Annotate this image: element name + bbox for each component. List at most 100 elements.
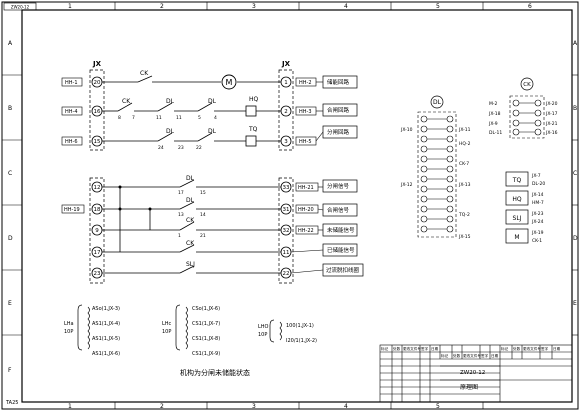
contact-23: 23 [178,145,184,151]
ck-block-title: CK [523,82,531,88]
net-hh21: HH-21 [298,185,314,191]
net-hh5: HH-5 [299,139,312,145]
lho-item-2: I20/1(1,JX-2) [286,338,317,344]
tb-header-sign-2: 签字 [481,353,489,358]
net-hh1: HH-1 [65,80,78,86]
dl-label-opening-1: DL [166,128,175,135]
dl-label-opening-2: DL [208,128,217,135]
corner-tag: TA25 [5,400,18,406]
hq-coil [245,105,257,117]
lha-sub: 10P [64,329,73,335]
tb-header-date: 日期 [431,346,439,351]
closing-wiring [102,102,281,112]
col-2-bottom: 2 [160,403,164,410]
ck-label-storage: CK [140,70,149,77]
lho-sub: 10P [258,332,267,338]
net-hh1-box [61,77,83,87]
signal-wiring [102,179,281,274]
ck-left-tag-3: JX-9 [488,121,498,127]
row-a-right: A [573,40,578,47]
tq-tag-2: DL-20 [532,181,545,187]
net-hh20: HH-20 [298,207,314,213]
ck-block-outline [509,95,545,139]
col-6-top: 6 [528,3,532,10]
col-3-bottom: 3 [252,403,256,410]
lha-label: LHa [64,321,74,327]
motor-label: M [226,78,233,87]
m-tag-2: CK-1 [532,238,542,244]
dl-label-closing-2: DL [208,98,217,105]
net-hh3: HH-3 [299,109,312,115]
dl-block-contacts [420,115,454,233]
dl-right-tag-4: JX-13 [458,182,471,188]
row-d-right: D [573,235,578,242]
dl-label-signal-2: DL [186,197,195,204]
tq-device-name: TQ [512,177,522,184]
right-terminal-3-label: 3 [284,139,288,145]
ck-left-tag-1: M-2 [489,101,498,107]
tq-coil [245,135,257,147]
label-opening-circuit: 分闸回路 [327,128,350,136]
right-terminal-31-label: 31 [283,207,290,213]
slj-device-box [505,209,529,225]
dl-block-title-circle [430,95,444,109]
net-hh19-box [61,204,85,214]
lha-item-3: AS1(1,JX-5) [92,336,120,342]
lho-item-1: 100(1,JX-1) [286,323,314,329]
right-jx-label: JX [281,60,291,68]
right-terminal-22-label: 22 [283,271,290,277]
tb-header-change-doc: 更改文件号 [403,346,421,351]
right-terminal-11-label: 11 [283,250,290,256]
net-hh2: HH-2 [299,80,312,86]
contact-11-a: 11 [156,115,162,121]
lha-item-1: ASo(1,JX-3) [92,306,120,312]
net-hh22: HH-22 [298,228,314,234]
contact-1: 1 [178,233,181,239]
row-e-right: E [573,300,577,307]
dl-block-outline [417,111,457,238]
tb-header-count: 处数 [393,346,401,351]
hq-tag-2: HM-7 [532,200,544,206]
m-device-box [505,228,529,244]
slj-device-name: SLJ [513,215,522,222]
contact-7: 7 [132,115,135,121]
right-terminal-1-label: 1 [284,80,288,86]
contact-14: 14 [200,212,206,218]
dl-right-tag-2: HQ-2 [459,141,471,147]
label-not-stored-signal: 未储能信号 [327,226,355,234]
tb-header-change-doc-3: 更改文件号 [523,346,541,351]
tb-header-sign: 签字 [421,346,429,351]
col-5-top: 5 [436,3,440,10]
tq-tag-1: JX-7 [531,173,541,179]
lha-bracket [77,304,90,351]
net-hh4: HH-4 [65,109,78,115]
contact-8: 8 [118,115,121,121]
ck-right-tag-1: JX-20 [545,101,558,107]
contact-21: 21 [200,233,206,239]
dl-right-tag-3: CK-7 [459,161,469,167]
tb-header-date-3: 日期 [553,346,561,351]
slj-tag-2: JX-24 [531,219,544,225]
lho-label: LHO [258,324,269,330]
ck-block-title-circle [520,77,534,91]
left-terminal-18-label: 18 [94,207,101,213]
contact-13: 13 [178,212,184,218]
lha-item-2: AS1(1,JX-4) [92,321,120,327]
ck-right-tag-2: JX-17 [545,111,558,117]
contact-15: 15 [200,190,206,196]
energy-storage-wiring [102,75,281,83]
col-1-top: 1 [68,3,72,10]
dl-label-closing-1: DL [166,98,175,105]
lhc-item-1: CSo(1,JX-6) [192,306,220,312]
col-4-top: 4 [344,3,348,10]
tq-device-box [505,171,529,187]
col-3-top: 3 [252,3,256,10]
row-e-left: E [8,300,12,307]
label-closing-signal: 合闸信号 [327,206,350,214]
m-device-name: M [514,234,519,241]
contact-5: 5 [198,115,201,121]
col-5-bottom: 5 [436,403,440,410]
lhc-bracket [175,304,188,351]
